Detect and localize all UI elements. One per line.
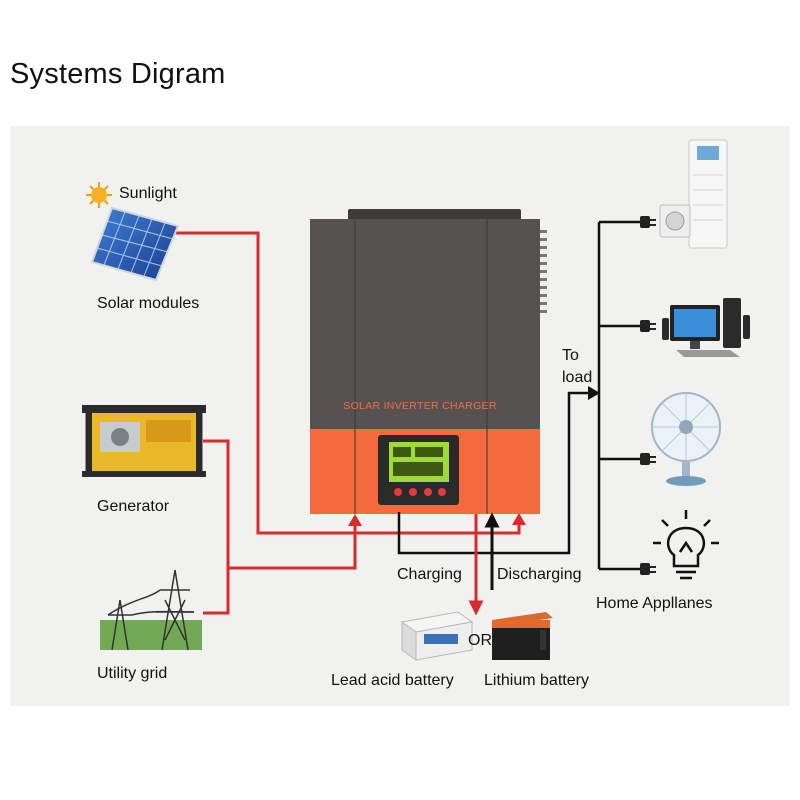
computer-icon <box>662 298 750 357</box>
solar-panel-icon <box>90 206 180 282</box>
solar-wire <box>172 231 521 535</box>
to-label: To <box>562 347 579 364</box>
load-wire <box>397 391 592 555</box>
charging-label: Charging <box>397 566 462 583</box>
lead-acid-battery-icon <box>400 611 474 661</box>
lithium-battery-label: Lithium battery <box>484 672 589 689</box>
utility-grid-label: Utility grid <box>97 665 168 682</box>
sun-icon <box>86 182 112 208</box>
home-appliances-label: Home Appllanes <box>596 595 713 612</box>
generator-wire-arrow <box>348 514 362 526</box>
inverter <box>310 209 547 514</box>
solar-modules-label: Solar modules <box>97 295 200 312</box>
discharging-label: Discharging <box>497 566 582 583</box>
load-bus <box>597 220 640 571</box>
plug-icons <box>640 216 656 575</box>
lithium-battery-icon <box>492 612 553 660</box>
fan-icon <box>651 392 721 486</box>
utility-grid-icon <box>100 569 202 651</box>
lightbulb-icon <box>653 510 719 580</box>
generator-icon <box>82 405 206 477</box>
grid-wire <box>203 568 230 615</box>
or-label: OR <box>468 632 492 649</box>
solar-wire-arrow <box>512 513 526 525</box>
load-label: load <box>562 369 593 386</box>
lead-acid-battery-label: Lead acid battery <box>331 672 454 689</box>
generator-label: Generator <box>97 498 170 515</box>
sunlight-label: Sunlight <box>119 185 177 202</box>
inverter-label: SOLAR INVERTER CHARGER <box>343 400 497 412</box>
air-conditioner-icon <box>659 139 728 249</box>
load-wire-arrow <box>588 386 600 400</box>
page-title: Systems Digram <box>10 58 226 90</box>
